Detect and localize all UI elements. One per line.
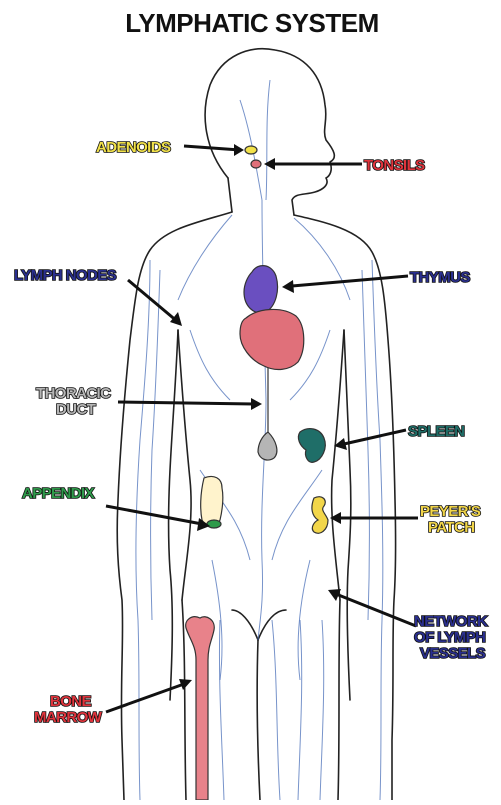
tonsils-organ — [251, 160, 261, 168]
appendix-arrow — [106, 506, 202, 524]
peyers-patch-label-line1: PEYER'S — [420, 503, 481, 520]
lymph-nodes-arrowhead — [170, 312, 182, 326]
bone-marrow-label-line1: BONE — [50, 693, 92, 710]
bone-marrow-arrow — [106, 684, 184, 712]
adenoids-arrow — [184, 146, 240, 150]
thymus-arrow — [292, 276, 408, 286]
peyers-patch-organ — [312, 497, 328, 534]
lymph-nodes-label: LYMPH NODES — [14, 267, 117, 284]
thoracic-duct-label-line1: THORACIC — [36, 385, 111, 402]
network-label-line3: VESSELS — [420, 645, 486, 662]
thoracic-duct-arrow — [118, 402, 254, 404]
appendix-bowel-organ — [201, 476, 223, 526]
cisterna-chyli-organ — [258, 432, 277, 460]
spleen-arrow — [344, 430, 406, 444]
organ-labels: ADENOIDS TONSILS LYMPH NODES THYMUS THOR… — [14, 139, 488, 726]
bone-marrow-organ — [186, 617, 215, 800]
adenoids-arrowhead — [234, 144, 244, 156]
spleen-organ — [298, 429, 325, 463]
adenoids-organ — [245, 146, 257, 154]
spleen-label: SPLEEN — [408, 423, 464, 440]
heart-organ — [240, 309, 304, 369]
bone-marrow-label-line2: MARROW — [34, 709, 103, 726]
thymus-label: THYMUS — [410, 269, 470, 286]
thymus-arrowhead — [282, 280, 294, 293]
appendix-label: APPENDIX — [22, 485, 94, 502]
thoracic-duct-label-line2: DUCT — [56, 401, 96, 418]
tonsils-label: TONSILS — [364, 157, 425, 174]
thoracic-duct-arrowhead — [251, 398, 262, 410]
peyers-patch-label-line2: PATCH — [428, 519, 474, 536]
network-label-line2: OF LYMPH — [414, 629, 485, 646]
appendix-organ — [207, 520, 221, 528]
thymus-organ — [244, 266, 278, 313]
diagram-title: LYMPHATIC SYSTEM — [125, 8, 378, 38]
lymph-vessel-network — [136, 80, 383, 800]
tonsils-arrowhead — [264, 158, 275, 170]
network-label-line1: NETWORK — [414, 613, 488, 630]
adenoids-label: ADENOIDS — [96, 139, 171, 156]
